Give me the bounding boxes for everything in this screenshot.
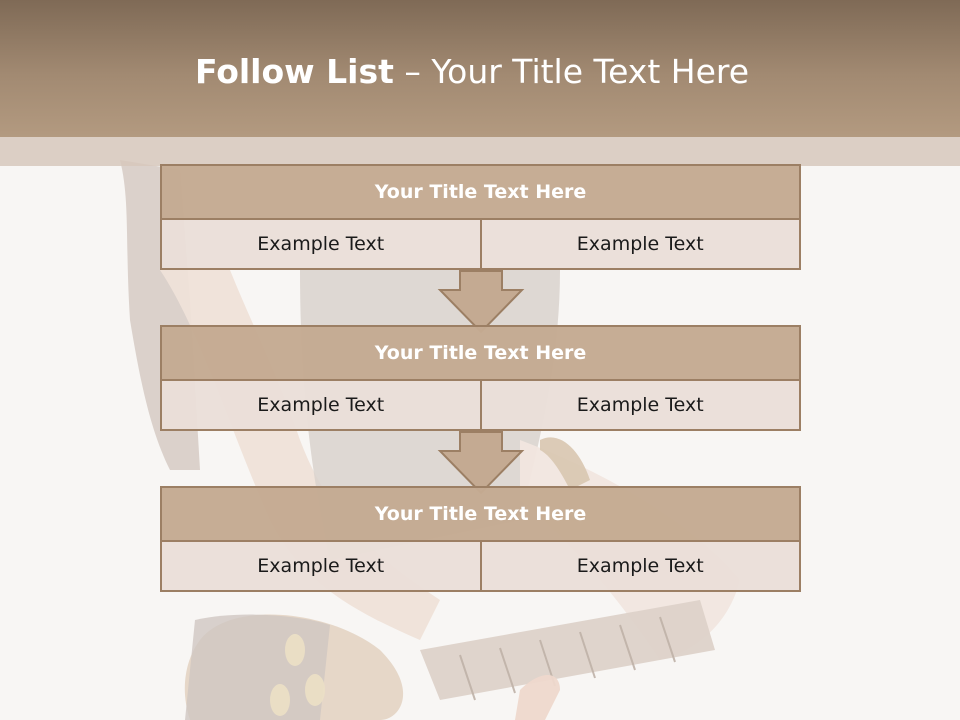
down-arrow-icon	[437, 270, 525, 334]
block-text-left: Example Text	[160, 220, 482, 270]
down-arrow-icon	[437, 431, 525, 495]
block-title: Your Title Text Here	[160, 486, 801, 542]
block-title: Your Title Text Here	[160, 164, 801, 220]
block-text-right: Example Text	[481, 220, 801, 270]
block-title: Your Title Text Here	[160, 325, 801, 381]
title-bold-part: Follow List	[194, 52, 394, 91]
slide-title: Follow List – Your Title Text Here	[0, 52, 944, 91]
block-text-right: Example Text	[481, 542, 801, 592]
list-block-1: Your Title Text Here Example Text Exampl…	[160, 164, 801, 270]
block-text-left: Example Text	[160, 381, 482, 431]
title-header-bar	[0, 0, 960, 137]
list-block-2: Your Title Text Here Example Text Exampl…	[160, 325, 801, 431]
title-subtitle-part: – Your Title Text Here	[393, 52, 750, 91]
header-divider-band	[0, 137, 960, 166]
block-text-left: Example Text	[160, 542, 482, 592]
list-block-3: Your Title Text Here Example Text Exampl…	[160, 486, 801, 592]
block-text-right: Example Text	[481, 381, 801, 431]
